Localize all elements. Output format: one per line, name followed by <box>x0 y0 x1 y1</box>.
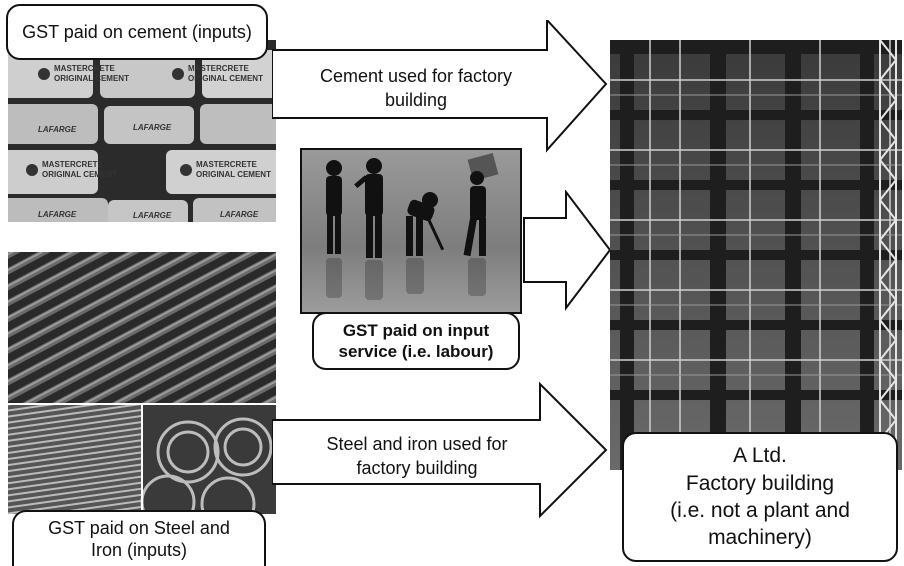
cement-arrow-text: Cement used for factory building <box>296 64 536 113</box>
factory-label-line: (i.e. not a plant and <box>670 499 850 522</box>
labour-gst-label-line: service (i.e. labour) <box>338 342 494 361</box>
bag-brand-text: LAFARGE <box>220 210 259 219</box>
cement-gst-label-text: GST paid on cement (inputs) <box>22 21 252 42</box>
labour-gst-label-line: GST paid on input <box>342 320 490 340</box>
cement-photo: MASTERCRETE ORIGINAL CEMENT MASTERCRETE … <box>8 40 276 222</box>
bag-brand-text: ORIGINAL CEMENT <box>188 74 263 83</box>
steel-gst-label-line: Iron (inputs) <box>90 540 188 560</box>
factory-label-line: Factory building <box>685 471 835 495</box>
factory-label-line: A Ltd. <box>733 444 787 468</box>
labour-photo <box>300 148 522 314</box>
steel-arrow-text: Steel and iron used for factory building <box>300 432 534 481</box>
steel-gst-label-line: GST paid on Steel and <box>48 517 230 538</box>
bag-brand-text: ORIGINAL CEMENT <box>42 170 117 179</box>
steel-arrow-text-line: factory building <box>356 458 478 479</box>
cement-arrow-text-line: building <box>384 90 448 111</box>
bag-brand-text: MASTERCRETE <box>188 64 250 73</box>
bag-brand-text: LAFARGE <box>38 210 77 219</box>
workers-silhouette-image <box>302 150 520 312</box>
cement-arrow-text-line: Cement used for factory <box>319 66 513 86</box>
bag-brand-text: LAFARGE <box>38 125 77 134</box>
cement-bags-image: MASTERCRETE ORIGINAL CEMENT MASTERCRETE … <box>8 40 276 222</box>
bag-brand-text: MASTERCRETE <box>196 160 258 169</box>
bag-brand-text: MASTERCRETE <box>42 160 104 169</box>
factory-building-photo <box>610 40 902 470</box>
labour-gst-label: GST paid on input service (i.e. labour) <box>312 312 520 370</box>
cement-arrow <box>272 20 608 153</box>
bag-brand-text: MASTERCRETE <box>54 64 116 73</box>
cement-gst-label: GST paid on cement (inputs) <box>6 4 268 60</box>
bag-brand-text: ORIGINAL CEMENT <box>54 74 129 83</box>
steel-arrow-text-line: Steel and iron used for <box>326 434 508 454</box>
labour-arrow <box>523 190 612 311</box>
bag-brand-text: LAFARGE <box>133 123 172 132</box>
steel-gst-label: GST paid on Steel and Iron (inputs) <box>12 510 266 566</box>
factory-label-line: machinery) <box>708 526 812 550</box>
bag-brand-text: LAFARGE <box>133 211 172 220</box>
steel-photo <box>8 252 276 514</box>
steel-rods-image <box>8 252 276 514</box>
bag-brand-text: ORIGINAL CEMENT <box>196 170 271 179</box>
building-construction-image <box>610 40 902 470</box>
factory-building-label: A Ltd. Factory building (i.e. not a plan… <box>622 432 898 562</box>
steel-arrow <box>272 381 608 519</box>
